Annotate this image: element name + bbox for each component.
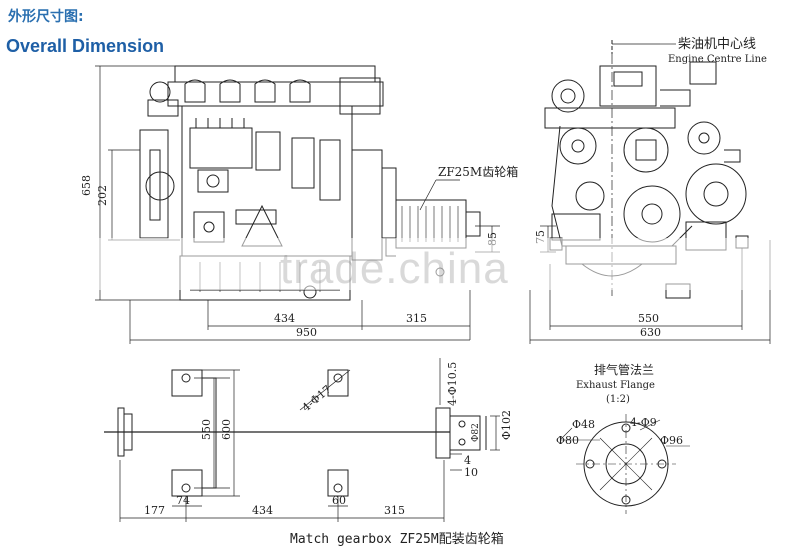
dim-600-plan: 600: [220, 419, 233, 440]
dim-658: 658: [80, 175, 93, 196]
dim-434-plan: 434: [252, 504, 273, 517]
footer-caption: Match gearbox ZF25M配装齿轮箱: [290, 532, 504, 547]
dim-hole-17: 4-Φ17: [300, 383, 334, 415]
dim-315-side: 315: [406, 312, 427, 325]
engine-centre-label-en: Engine Centre Line: [668, 54, 767, 65]
dim-315-plan: 315: [384, 504, 405, 517]
side-view-dimensions: [95, 65, 500, 344]
dim-202: 202: [96, 185, 109, 206]
dim-177: 177: [144, 504, 165, 517]
exhaust-flange: [559, 414, 690, 514]
title-chinese: 外形尺寸图:: [8, 9, 84, 25]
dim-10: 10: [464, 466, 478, 479]
plan-view-dimensions: [119, 358, 500, 522]
dim-flange-80: Φ80: [556, 434, 579, 447]
watermark: trade.china: [280, 244, 509, 293]
dim-74: 74: [176, 494, 190, 507]
dim-102: Φ102: [500, 410, 513, 440]
watermark-band: [0, 238, 800, 290]
dim-4: 4: [464, 454, 471, 467]
dim-550-plan: 550: [200, 419, 213, 440]
dim-550-front: 550: [638, 312, 659, 325]
dim-950: 950: [296, 326, 317, 339]
exhaust-scale: (1:2): [606, 394, 630, 405]
dim-flange-48: Φ48: [572, 418, 595, 431]
plan-view: [104, 369, 487, 497]
dim-434-side: 434: [274, 312, 295, 325]
dim-630: 630: [640, 326, 661, 339]
exhaust-label-cn: 排气管法兰: [594, 362, 654, 377]
dim-82: Φ82: [471, 423, 481, 442]
title-english: Overall Dimension: [6, 36, 165, 56]
gearbox-label: ZF25M齿轮箱: [438, 164, 518, 179]
engine-centre-label-cn: 柴油机中心线: [678, 37, 756, 52]
dim-hole-10-5: 4-Φ10.5: [446, 362, 459, 406]
dim-flange-96: Φ96: [660, 434, 683, 447]
exhaust-label-en: Exhaust Flange: [576, 380, 655, 391]
dim-60: 60: [332, 494, 346, 507]
dim-flange-holes: 4-Φ9: [630, 416, 657, 429]
